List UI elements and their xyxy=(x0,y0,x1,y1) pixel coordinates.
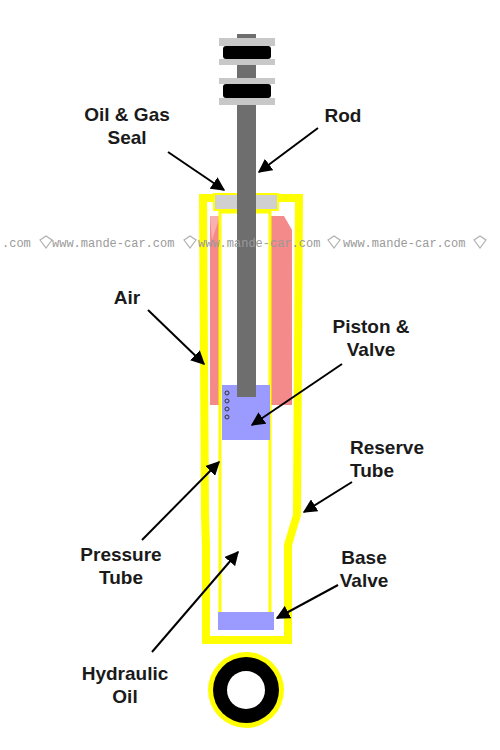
part-label: Oil & Gas Seal xyxy=(72,103,182,149)
base-valve xyxy=(218,612,274,630)
part-label: Rod xyxy=(318,104,368,127)
part-label: Reserve Tube xyxy=(350,436,446,482)
rod-end xyxy=(237,385,256,397)
part-label: Piston & Valve xyxy=(323,315,419,361)
watermark: www.mande-car.com xyxy=(343,237,473,251)
watermark: www.mande-car.com xyxy=(198,237,328,251)
washer xyxy=(219,38,275,46)
watermark: .com xyxy=(2,237,42,251)
bushing xyxy=(223,46,271,59)
piston-valve xyxy=(222,385,270,440)
part-label: Air xyxy=(102,286,152,309)
eye-outline xyxy=(208,652,284,728)
eye-ring xyxy=(213,657,279,723)
watermark: www.mande-car.com xyxy=(52,237,182,251)
washer xyxy=(219,78,275,84)
leader-lines xyxy=(142,128,352,652)
part-label: Pressure Tube xyxy=(68,543,174,589)
valve-dots xyxy=(225,391,229,419)
washer xyxy=(219,59,275,65)
part-label: Base Valve xyxy=(322,546,406,592)
bushing xyxy=(223,84,271,98)
washer xyxy=(219,98,275,105)
eye-hole xyxy=(227,671,265,709)
part-label: Hydraulic Oil xyxy=(70,662,180,708)
